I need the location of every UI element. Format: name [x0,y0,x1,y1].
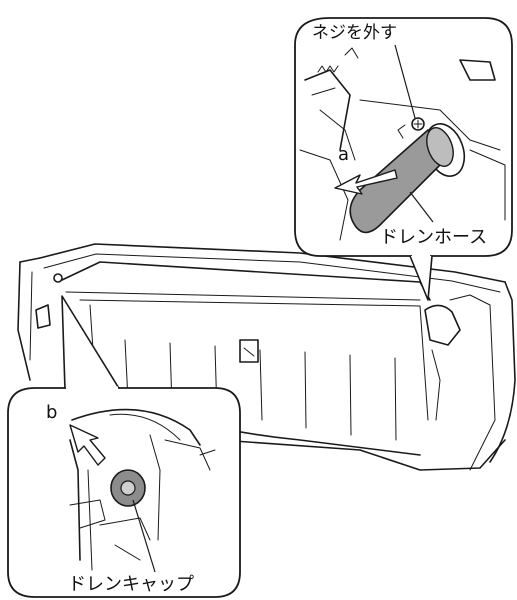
drain-cap-detail-art [69,408,216,571]
arrow-up-left-icon [69,424,106,466]
drain-hose-callout: ネジを外す a ドレンホース [294,17,513,301]
drain-hose-label: ドレンホース [380,227,487,248]
drain-hose [349,129,446,234]
remove-screw-label: ネジを外す [312,23,397,43]
arrow-a-label: a [338,144,349,165]
drain-cap-label: ドレンキャップ [68,574,194,595]
drain-cap-callout: b ドレンキャップ [7,295,241,598]
drain-cap [110,469,146,507]
arrow-down-left-icon [334,169,398,195]
arrow-b-label: b [46,402,57,423]
